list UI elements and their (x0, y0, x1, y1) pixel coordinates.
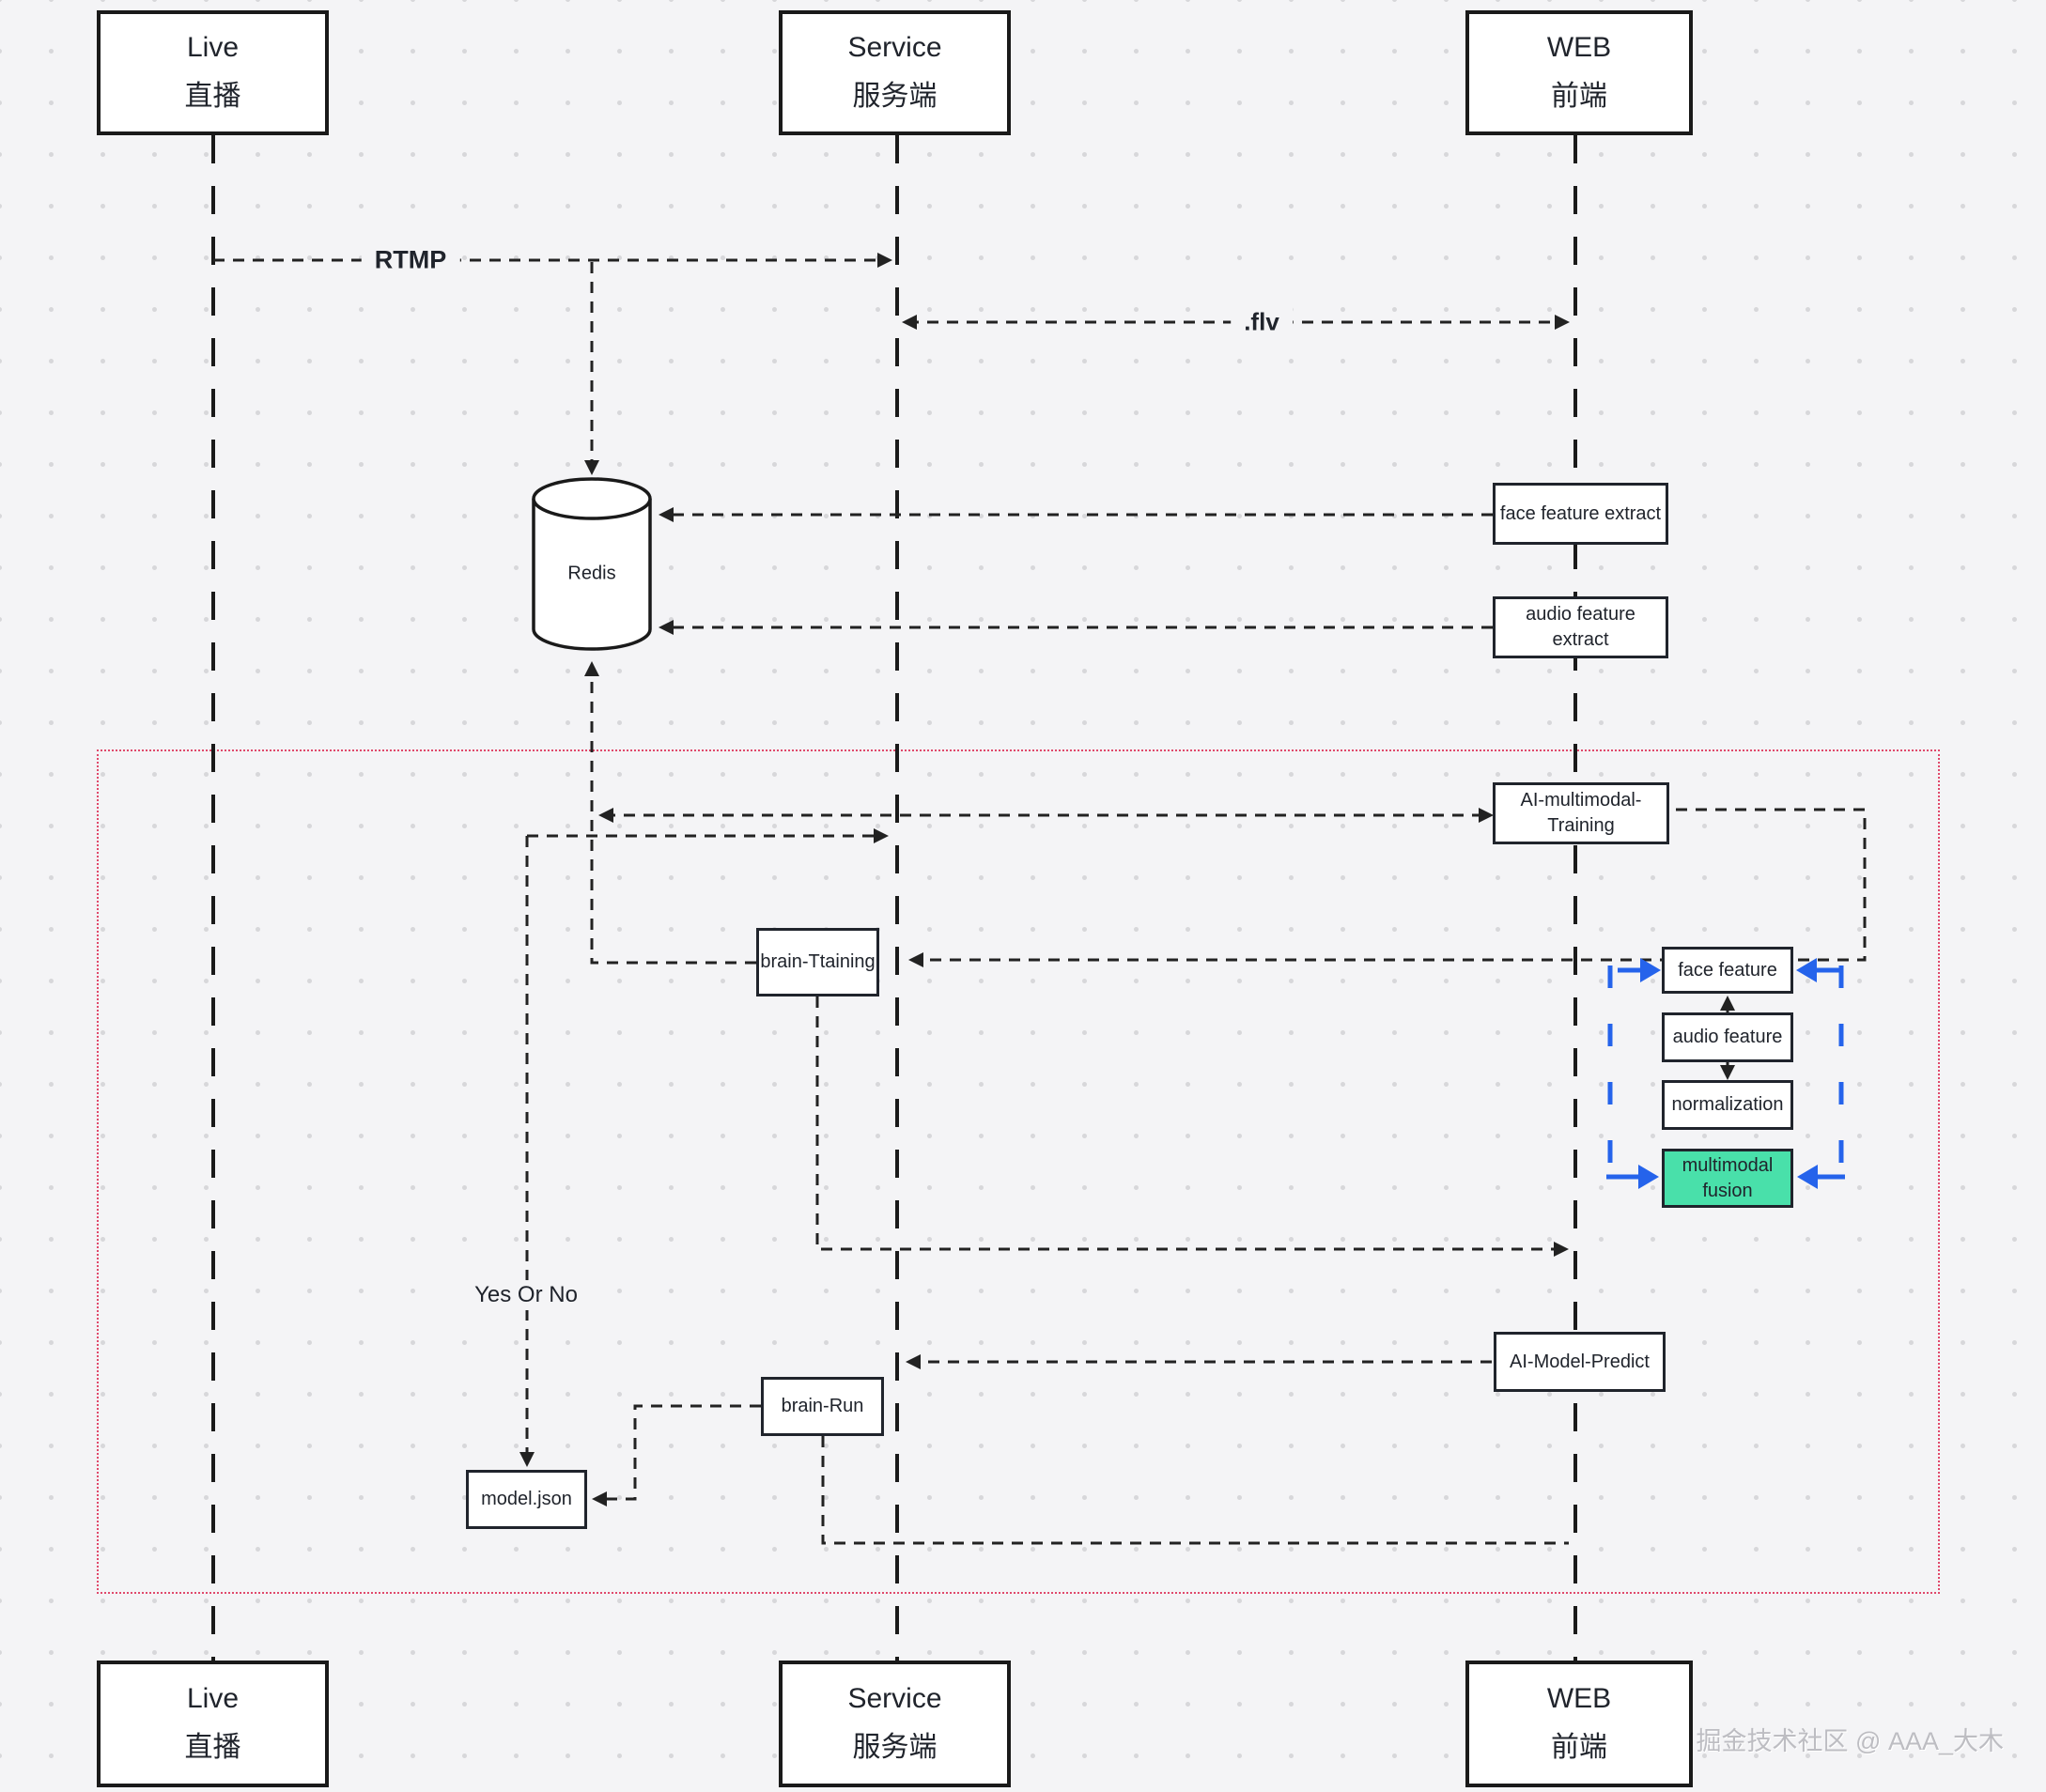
training-wrap-return-line (914, 808, 1867, 962)
node-multimodal-fusion-line1: multimodal (1682, 1154, 1774, 1176)
redis-cylinder-body (532, 499, 652, 651)
model-json-top-arrowhead (519, 1452, 535, 1467)
node-ai-multimodal-training-line1: AI-multimodal- (1520, 790, 1642, 811)
node-brain-run: brain-Run (761, 1377, 884, 1436)
node-face-feature-extract: face feature extract (1493, 483, 1668, 545)
participant-live-zh: 直播 (184, 1732, 241, 1763)
participant-service-top: Service 服务端 (779, 10, 1011, 135)
node-multimodal-fusion: multimodal fusion (1662, 1149, 1793, 1208)
bidir-right-arrowhead (1479, 808, 1494, 823)
training-frame (97, 749, 1940, 1594)
audio-to-face-arrowhead (1720, 996, 1735, 1011)
node-ai-multimodal-training-line2: Training (1547, 815, 1615, 836)
redis-cylinder (532, 477, 652, 651)
participant-web-top: WEB 前端 (1465, 10, 1693, 135)
notify-service-arrowhead (874, 828, 889, 843)
label-flv: .flv (1231, 305, 1293, 339)
brain-run-to-web-line (821, 1436, 1569, 1545)
brain-run-to-model-line (602, 1404, 761, 1501)
participant-service-bottom: Service 服务端 (779, 1661, 1011, 1787)
rtmp-arrowhead (877, 253, 892, 268)
node-ai-model-predict-label: AI-Model-Predict (1510, 1351, 1650, 1372)
node-face-feature: face feature (1662, 947, 1793, 994)
audio-extract-arrowhead (659, 620, 674, 635)
participant-web-zh: 前端 (1551, 81, 1607, 112)
ttaining-to-web-line (815, 996, 1561, 1251)
flv-left-arrowhead (902, 315, 917, 330)
participant-web-en: WEB (1546, 1683, 1612, 1714)
blue-left-face-arrowhead (1640, 958, 1661, 982)
node-face-feature-label: face feature (1678, 959, 1777, 981)
node-ai-model-predict: AI-Model-Predict (1494, 1332, 1666, 1392)
redis-cylinder-top (532, 477, 652, 520)
node-normalization: normalization (1662, 1080, 1793, 1130)
node-audio-feature-extract: audio feature extract (1493, 596, 1668, 658)
participant-service-en: Service (847, 32, 942, 63)
participant-live-top: Live 直播 (97, 10, 329, 135)
node-multimodal-fusion-line2: fusion (1702, 1180, 1753, 1201)
label-yes-or-no: Yes Or No (461, 1280, 591, 1310)
node-audio-feature-extract-label: audio feature extract (1526, 604, 1635, 650)
participant-live-en: Live (186, 32, 240, 63)
participant-service-en: Service (847, 1683, 942, 1714)
node-audio-feature: audio feature (1662, 1012, 1793, 1062)
redis-top-arrowhead (584, 460, 599, 475)
participant-web-zh: 前端 (1551, 1732, 1607, 1763)
ttaining-to-web-arrowhead (1554, 1242, 1569, 1257)
participant-live-en: Live (186, 1683, 240, 1714)
node-model-json: model.json (466, 1470, 587, 1529)
node-brain-ttaining-label: brain-Ttaining (760, 951, 876, 972)
bidir-left-arrowhead (598, 808, 613, 823)
node-normalization-label: normalization (1671, 1094, 1784, 1115)
black-arrowheads (519, 253, 1570, 1506)
audio-to-normalization-arrowhead (1720, 1065, 1735, 1080)
participant-web-en: WEB (1546, 32, 1612, 63)
node-face-feature-extract-label: face feature extract (1499, 502, 1662, 524)
label-redis: Redis (567, 563, 616, 584)
watermark-text: 掘金技术社区 @ AAA_大木 (1696, 1727, 2004, 1755)
blue-left-fusion-arrowhead (1638, 1165, 1659, 1189)
flv-right-arrowhead (1555, 315, 1570, 330)
blue-right-fusion-arrowhead (1797, 1165, 1818, 1189)
node-audio-feature-label: audio feature (1672, 1027, 1783, 1047)
label-rtmp: RTMP (361, 243, 460, 277)
redis-bottom-arrowhead (584, 661, 599, 676)
wrap-return-arrowhead (908, 952, 923, 967)
node-brain-ttaining: brain-Ttaining (756, 928, 879, 996)
node-ai-multimodal-training: AI-multimodal- Training (1493, 782, 1669, 844)
participant-live-bottom: Live 直播 (97, 1661, 329, 1787)
participant-service-zh: 服务端 (852, 81, 938, 112)
participant-live-zh: 直播 (184, 81, 241, 112)
participant-web-bottom: WEB 前端 (1465, 1661, 1693, 1787)
face-extract-arrowhead (659, 507, 674, 522)
predict-to-service-arrowhead (906, 1354, 921, 1369)
participant-service-zh: 服务端 (852, 1732, 938, 1763)
node-brain-run-label: brain-Run (781, 1396, 864, 1416)
node-model-json-label: model.json (481, 1489, 572, 1509)
model-json-right-arrowhead (592, 1491, 607, 1506)
blue-right-face-arrowhead (1796, 958, 1817, 982)
brain-ttaining-to-redis-line (590, 669, 756, 965)
